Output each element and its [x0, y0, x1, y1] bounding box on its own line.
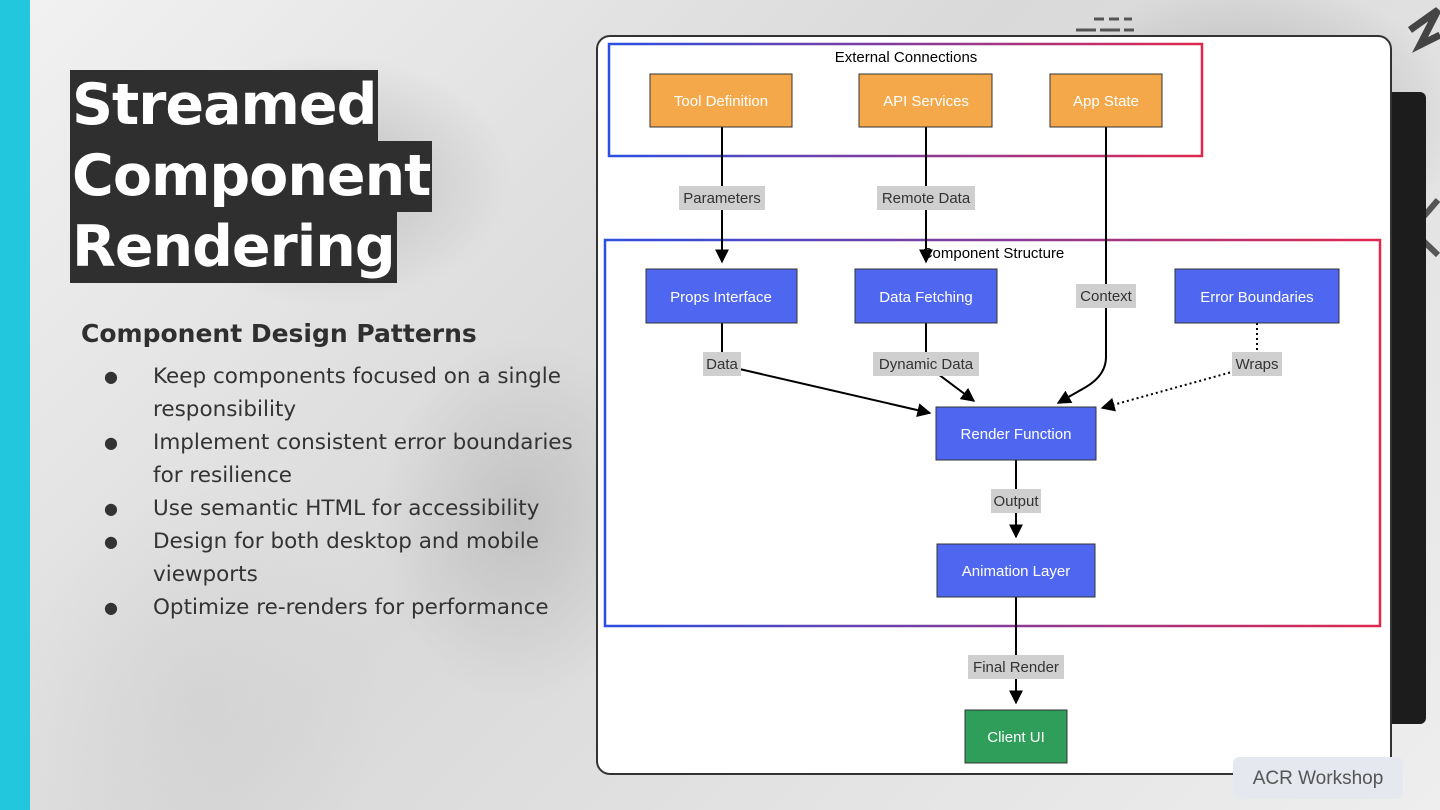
edge-label-context: Context	[1076, 284, 1136, 308]
diagram-card	[596, 35, 1392, 775]
svg-text:App State: App State	[1073, 93, 1139, 110]
bullet-item: Keep components focused on a single resp…	[104, 360, 574, 426]
bullet-item: Optimize re-renders for performance	[104, 591, 574, 624]
node-props-interface: Props Interface	[645, 268, 798, 324]
node-render-function: Render Function	[935, 406, 1097, 461]
svg-text:Dynamic Data: Dynamic Data	[879, 356, 974, 373]
node-client-ui: Client UI	[964, 709, 1068, 764]
edge-label-dynamic-data: Dynamic Data	[873, 352, 979, 376]
group-label-external: External Connections	[835, 49, 978, 66]
node-api-services: API Services	[858, 73, 993, 128]
edge-context	[1056, 127, 1107, 404]
bullet-item: Design for both desktop and mobile viewp…	[104, 525, 574, 591]
node-animation-layer: Animation Layer	[936, 543, 1096, 598]
footer-badge: ACR Workshop	[1233, 757, 1403, 799]
svg-text:Output: Output	[993, 493, 1039, 510]
edge-label-wraps: Wraps	[1232, 352, 1282, 376]
edge-label-parameters: Parameters	[679, 186, 765, 210]
node-app-state: App State	[1049, 73, 1163, 128]
svg-text:API Services: API Services	[883, 93, 969, 110]
svg-text:Wraps: Wraps	[1235, 356, 1278, 373]
node-data-fetching: Data Fetching	[854, 268, 998, 324]
section-heading: Component Design Patterns	[81, 319, 477, 348]
svg-text:Data: Data	[706, 356, 738, 373]
svg-text:Parameters: Parameters	[683, 190, 761, 207]
title-line-1: Streamed	[70, 70, 379, 141]
svg-text:Error Boundaries: Error Boundaries	[1200, 289, 1313, 306]
side-panel	[1388, 92, 1426, 724]
svg-text:Props Interface: Props Interface	[670, 289, 772, 306]
accent-strip	[0, 0, 30, 810]
edge-label-output: Output	[991, 489, 1041, 513]
title-line-2: Component	[70, 141, 433, 212]
bullet-list: Keep components focused on a single resp…	[104, 360, 574, 624]
group-label-component: Component Structure	[922, 245, 1065, 262]
bullet-item: Use semantic HTML for accessibility	[104, 492, 574, 525]
svg-text:Remote Data: Remote Data	[882, 190, 971, 207]
edge-label-remote-data: Remote Data	[877, 186, 975, 210]
edge-label-data: Data	[703, 352, 741, 376]
svg-text:Data Fetching: Data Fetching	[879, 289, 972, 306]
svg-text:Render Function: Render Function	[961, 426, 1072, 443]
title-line-3: Rendering	[70, 212, 397, 283]
svg-text:Client UI: Client UI	[987, 729, 1045, 746]
edge-label-final-render: Final Render	[968, 655, 1064, 679]
svg-text:Tool Definition: Tool Definition	[674, 93, 768, 110]
group-external-connections	[607, 42, 1204, 158]
node-tool-definition: Tool Definition	[649, 73, 793, 128]
node-error-boundaries: Error Boundaries	[1174, 268, 1340, 324]
slide-title: Streamed Component Rendering	[70, 70, 433, 283]
svg-text:Context: Context	[1080, 288, 1133, 305]
flow-diagram: External Connections Component Structure…	[603, 42, 1382, 764]
svg-text:Final Render: Final Render	[973, 659, 1059, 676]
group-component-structure	[603, 238, 1382, 628]
decorative-dashes	[1076, 17, 1134, 32]
svg-text:Animation Layer: Animation Layer	[962, 563, 1070, 580]
bullet-item: Implement consistent error boundaries fo…	[104, 426, 574, 492]
